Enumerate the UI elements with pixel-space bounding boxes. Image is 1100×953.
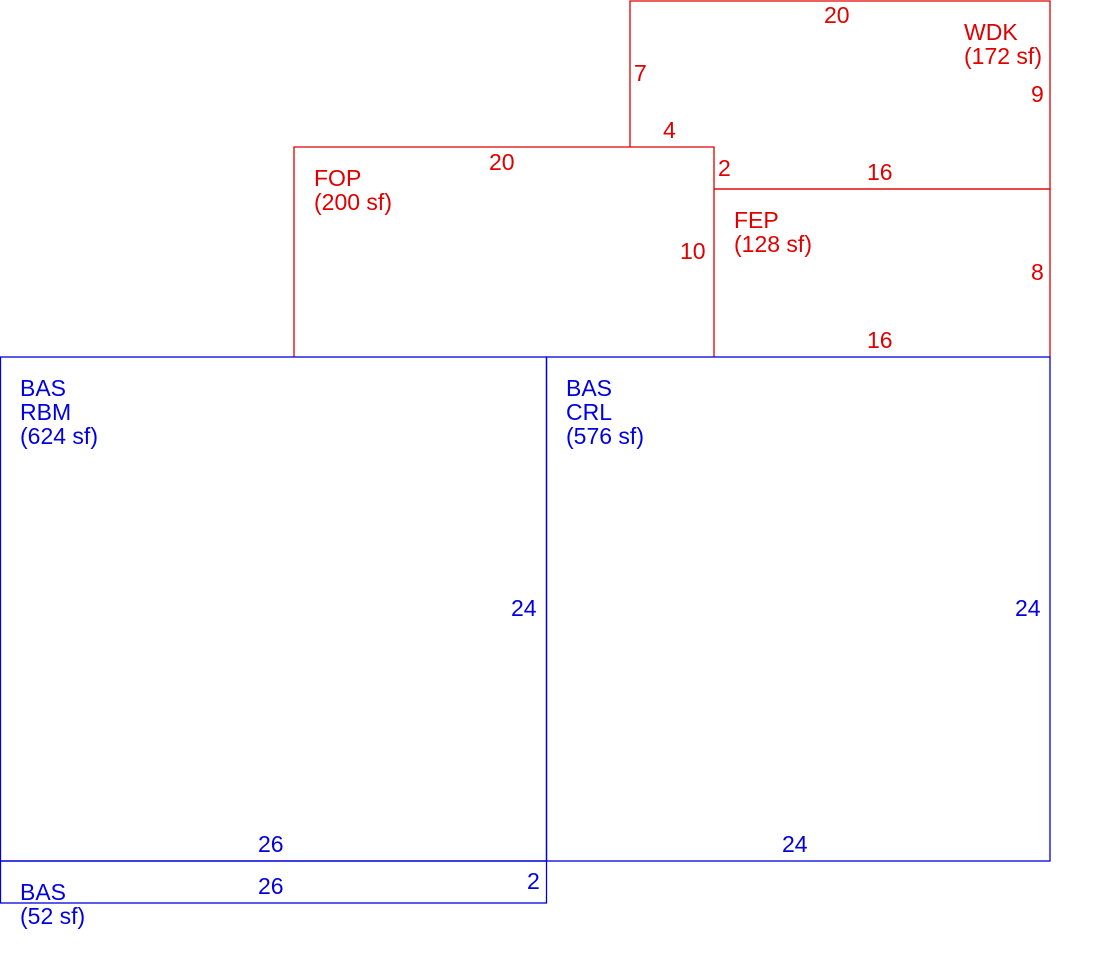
bas-crl-area-label: (576 sf): [566, 423, 644, 449]
bas-strip-area-label: (52 sf): [20, 903, 85, 929]
fop-area-label: (200 sf): [314, 189, 392, 215]
fop-top-dimension: 20: [489, 149, 515, 175]
fep-right-dimension: 8: [1031, 259, 1044, 285]
wdk-area-label: (172 sf): [964, 43, 1042, 69]
wdk-top-dimension: 20: [824, 2, 850, 28]
wdk-code-label: WDK: [964, 19, 1018, 45]
bas-crl-bottom-dimension: 24: [782, 831, 808, 857]
bas-rbm-bottom-dimension: 26: [258, 831, 284, 857]
wdk-left-dimension: 7: [634, 60, 647, 86]
fop-right-dimension: 10: [680, 238, 706, 264]
bas-crl-subcode-label: CRL: [566, 399, 612, 425]
wdk-step-dimension: 2: [718, 155, 731, 181]
bas-strip-right-dimension: 2: [527, 868, 540, 894]
bas-crl-right-dimension: 24: [1015, 595, 1041, 621]
wdk-notch-dimension: 4: [663, 117, 676, 143]
fep-area-label: (128 sf): [734, 231, 812, 257]
fep-bottom-dimension: 16: [867, 327, 893, 353]
fop-code-label: FOP: [314, 165, 361, 191]
bas-strip-top-dimension: 26: [258, 873, 284, 899]
bas-crl-code-label: BAS: [566, 375, 612, 401]
bas-rbm-subcode-label: RBM: [20, 399, 71, 425]
bas-crl-outline: [545, 356, 1051, 862]
bas-rbm-area-label: (624 sf): [20, 423, 98, 449]
wdk-bottom-dimension: 16: [867, 159, 893, 185]
bas-rbm-code-label: BAS: [20, 375, 66, 401]
bas-strip-code-label: BAS: [20, 879, 66, 905]
bas-rbm-right-dimension: 24: [511, 595, 537, 621]
bas-strip-outline: [0, 860, 548, 904]
fep-code-label: FEP: [734, 207, 779, 233]
wdk-right-dimension: 9: [1031, 81, 1044, 107]
fop-outline: [293, 146, 715, 357]
fep-outline: [714, 188, 1051, 357]
